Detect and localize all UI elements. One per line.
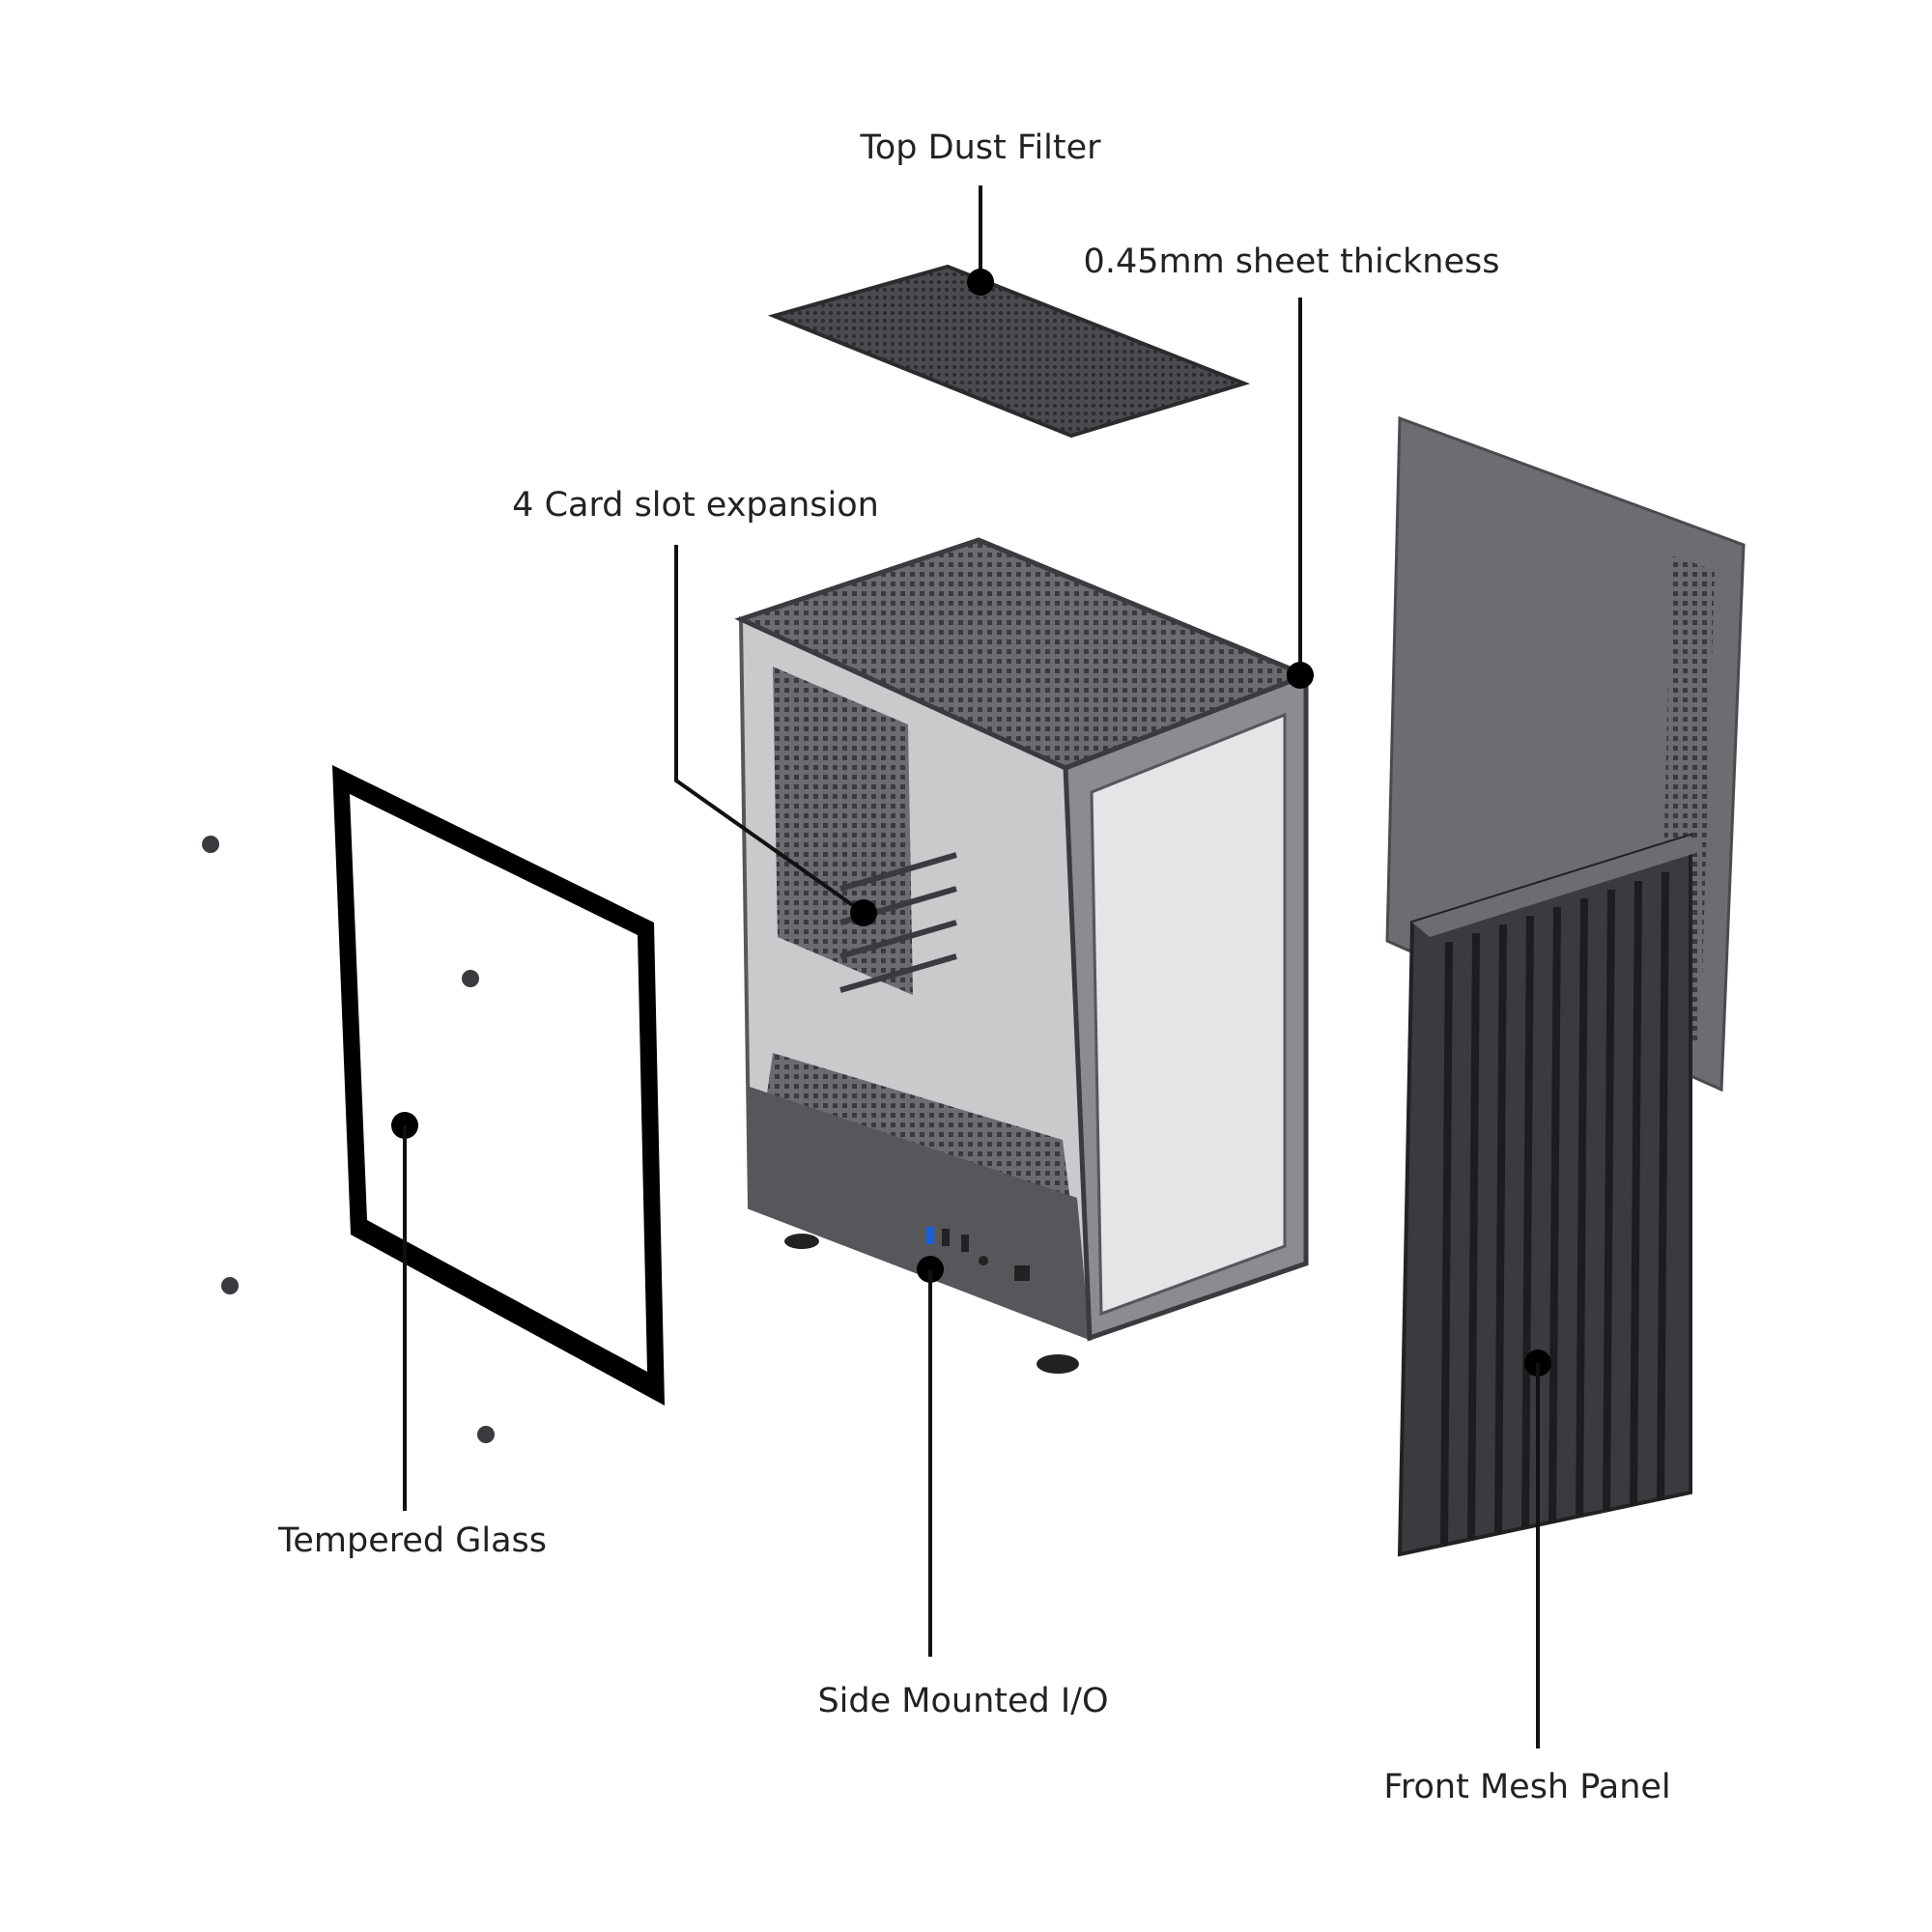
callout-top-dust-filter: Top Dust Filter <box>859 128 1101 296</box>
thumb-screws <box>202 836 495 1443</box>
front-mesh-panel <box>1397 833 1705 1557</box>
screw-icon <box>477 1426 495 1443</box>
screw-icon <box>221 1277 239 1294</box>
callout-front-mesh: Front Mesh Panel <box>1383 1350 1671 1806</box>
label-tempered-glass: Tempered Glass <box>277 1521 547 1560</box>
io-ports <box>925 1227 1030 1281</box>
screw-icon <box>202 836 219 853</box>
tempered-glass-panel <box>332 765 665 1406</box>
callout-card-slot: 4 Card slot expansion <box>512 486 879 926</box>
callout-sheet-thickness: 0.45mm sheet thickness <box>1084 242 1500 689</box>
screw-icon <box>462 970 479 987</box>
case-chassis <box>734 537 1313 1374</box>
label-sheet-thickness: 0.45mm sheet thickness <box>1084 242 1500 281</box>
callout-side-io: Side Mounted I/O <box>817 1256 1109 1720</box>
callout-tempered-glass: Tempered Glass <box>277 1112 547 1560</box>
label-side-io: Side Mounted I/O <box>817 1682 1108 1720</box>
label-card-slot: 4 Card slot expansion <box>512 486 879 525</box>
label-front-mesh: Front Mesh Panel <box>1383 1768 1670 1806</box>
label-top-dust-filter: Top Dust Filter <box>859 128 1101 167</box>
top-dust-filter <box>767 264 1251 439</box>
